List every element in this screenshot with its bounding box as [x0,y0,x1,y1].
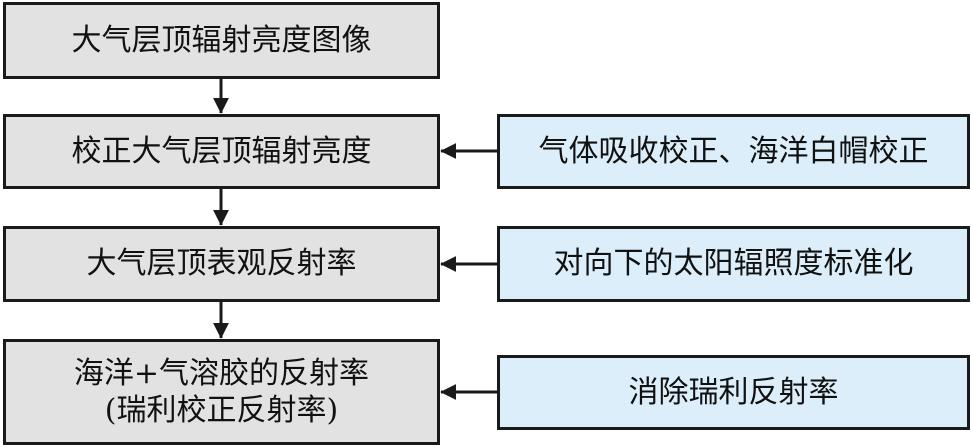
correction-remove-rayleigh: 消除瑞利反射率 [497,355,970,430]
step-toa-radiance-image-label: 大气层顶辐射亮度图像 [71,22,372,58]
correction-remove-rayleigh-label: 消除瑞利反射率 [628,374,839,410]
step-corrected-toa-radiance: 校正大气层顶辐射亮度 [3,114,440,189]
step-toa-apparent-reflectance-label: 大气层顶表观反射率 [86,246,357,282]
correction-gas-whitecap: 气体吸收校正、海洋白帽校正 [497,114,970,189]
step-ocean-aerosol-reflectance-label: 海洋+气溶胶的反射率 [73,355,370,391]
step-rayleigh-corrected-label: (瑞利校正反射率) [104,393,339,428]
step-ocean-aerosol-reflectance-lines: 海洋+气溶胶的反射率 (瑞利校正反射率) [74,355,369,430]
correction-gas-whitecap-label: 气体吸收校正、海洋白帽校正 [538,133,929,169]
step-toa-apparent-reflectance: 大气层顶表观反射率 [3,226,440,302]
step-toa-radiance-image: 大气层顶辐射亮度图像 [3,2,440,79]
step-ocean-aerosol-reflectance: 海洋+气溶胶的反射率 (瑞利校正反射率) [3,339,440,445]
correction-solar-irradiance-normalization: 对向下的太阳辐照度标准化 [497,226,970,302]
step-corrected-toa-radiance-label: 校正大气层顶辐射亮度 [71,133,372,169]
correction-solar-irradiance-normalization-label: 对向下的太阳辐照度标准化 [553,246,914,282]
